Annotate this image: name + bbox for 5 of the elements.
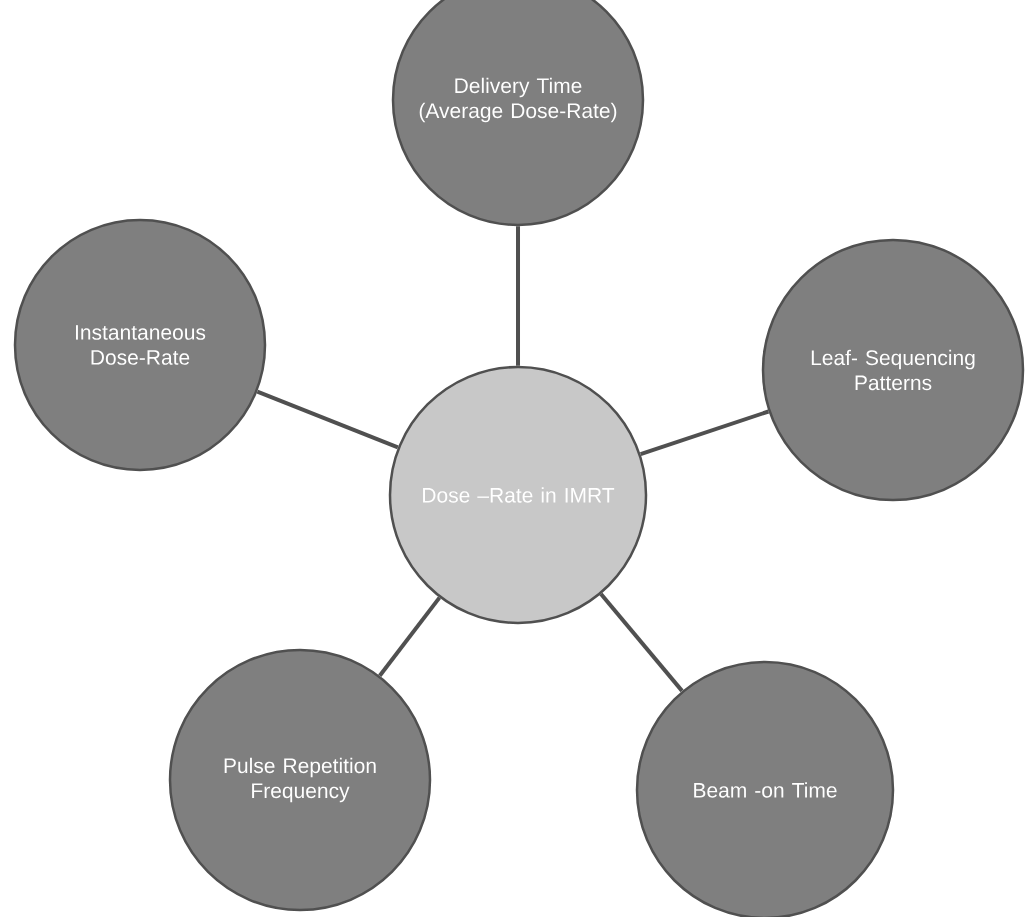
connector-line xyxy=(640,409,770,456)
connector-line xyxy=(599,592,684,693)
connector-line xyxy=(516,226,520,366)
connector-line xyxy=(378,596,442,677)
connector-line xyxy=(256,389,399,450)
